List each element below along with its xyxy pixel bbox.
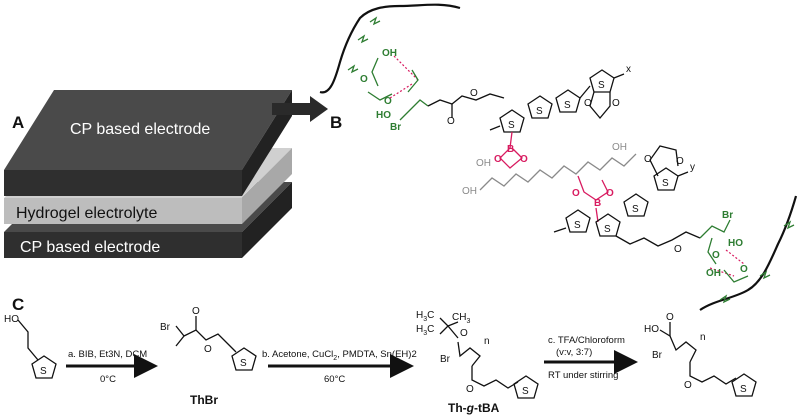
synthesis-scheme: HO S a. BIB, Et3N, DCM 0°C Br O O S ThBr… bbox=[4, 306, 757, 415]
wavy-link bbox=[347, 64, 359, 74]
svg-text:S: S bbox=[598, 80, 605, 91]
svg-text:O: O bbox=[684, 380, 692, 391]
svg-text:Br: Br bbox=[440, 354, 451, 365]
svg-text:O: O bbox=[606, 188, 614, 199]
svg-text:O: O bbox=[460, 328, 468, 339]
svg-text:HO: HO bbox=[376, 110, 391, 121]
arrow-step-b: b. Acetone, CuCl2, PMDTA, Sn(EH)2 60°C bbox=[262, 349, 417, 385]
svg-text:O: O bbox=[360, 74, 368, 85]
cp-backbone-top bbox=[319, 3, 461, 94]
arrow-step-c: c. TFA/Chloroform (v:v, 3:7) RT under st… bbox=[544, 335, 638, 381]
svg-text:S: S bbox=[604, 224, 611, 235]
zoom-arrow bbox=[272, 96, 328, 122]
svg-text:O: O bbox=[470, 88, 478, 99]
svg-text:O: O bbox=[666, 312, 674, 323]
thbr-structure: Br O O S ThBr bbox=[160, 306, 257, 407]
svg-text:O: O bbox=[674, 244, 682, 255]
thiophene-row-bottom: S S S S O O y O bbox=[553, 145, 701, 255]
svg-text:O: O bbox=[612, 98, 620, 109]
boronate-crosslink-bottom: B O O bbox=[572, 175, 614, 223]
svg-text:O: O bbox=[676, 156, 684, 167]
svg-text:B: B bbox=[594, 198, 601, 209]
svg-text:x: x bbox=[626, 64, 631, 75]
svg-text:OH: OH bbox=[462, 186, 477, 197]
svg-text:S: S bbox=[522, 386, 529, 397]
top-electrode-layer: CP based electrode bbox=[4, 90, 292, 196]
th-g-tba-label: Th-g-tBA bbox=[448, 401, 500, 415]
reagent-a-text: a. BIB, Et3N, DCM bbox=[68, 349, 147, 360]
svg-text:OH: OH bbox=[612, 142, 627, 153]
svg-text:O: O bbox=[466, 384, 474, 395]
svg-text:Br: Br bbox=[390, 122, 401, 133]
arrow-step-a: a. BIB, Et3N, DCM 0°C bbox=[66, 349, 158, 385]
panel-label-c: C bbox=[12, 295, 24, 314]
reagent-c-text: c. TFA/Chloroform bbox=[548, 335, 625, 346]
electrolyte-label: Hydrogel electrolyte bbox=[16, 205, 158, 222]
svg-text:O: O bbox=[740, 264, 748, 275]
svg-text:n: n bbox=[484, 336, 490, 347]
top-electrode-label: CP based electrode bbox=[70, 121, 210, 138]
svg-text:S: S bbox=[662, 178, 669, 189]
svg-text:O: O bbox=[204, 344, 212, 355]
th-g-tba-structure: CH3 H3C H3C O Br n O S Th-g-tBA bbox=[416, 310, 539, 415]
svg-text:S: S bbox=[508, 120, 515, 131]
svg-text:O: O bbox=[494, 154, 502, 165]
ratio-c-text: (v:v, 3:7) bbox=[556, 347, 592, 358]
svg-text:O: O bbox=[584, 98, 592, 109]
thiophene-row-top: O O S S S S O O x bbox=[427, 64, 631, 133]
temp-a-text: 0°C bbox=[100, 374, 116, 385]
svg-text:S: S bbox=[574, 220, 581, 231]
svg-text:O: O bbox=[384, 96, 392, 107]
svg-text:Br: Br bbox=[722, 210, 733, 221]
svg-text:S: S bbox=[40, 366, 47, 377]
svg-text:O: O bbox=[520, 154, 528, 165]
svg-text:S: S bbox=[564, 100, 571, 111]
acid-group-bottom: Br O HO OH O bbox=[699, 210, 749, 283]
svg-text:H3C: H3C bbox=[416, 310, 434, 323]
svg-text:HO: HO bbox=[728, 238, 743, 249]
svg-text:Br: Br bbox=[652, 350, 663, 361]
temp-b-text: 60°C bbox=[324, 374, 345, 385]
svg-text:O: O bbox=[447, 116, 455, 127]
svg-text:HO: HO bbox=[644, 324, 659, 335]
svg-text:Br: Br bbox=[160, 322, 171, 333]
svg-text:B: B bbox=[507, 144, 514, 155]
acid-group-top: OH O O HO Br bbox=[360, 48, 429, 133]
cond-c-text: RT under stirring bbox=[548, 370, 618, 381]
bottom-electrode-label: CP based electrode bbox=[20, 239, 160, 256]
svg-text:O: O bbox=[644, 154, 652, 165]
panel-label-a: A bbox=[12, 113, 24, 132]
svg-text:S: S bbox=[740, 384, 747, 395]
svg-text:O: O bbox=[572, 188, 580, 199]
svg-text:OH: OH bbox=[706, 268, 721, 279]
reagent-b-text: b. Acetone, CuCl2, PMDTA, Sn(EH)2 bbox=[262, 349, 417, 362]
svg-text:CH3: CH3 bbox=[452, 312, 470, 325]
thiophene-ethanol-structure: HO S bbox=[4, 314, 57, 379]
svg-text:O: O bbox=[712, 250, 720, 261]
boronate-crosslink-top: B O O bbox=[494, 131, 528, 169]
svg-text:S: S bbox=[536, 106, 543, 117]
thbr-label: ThBr bbox=[190, 393, 218, 407]
svg-text:S: S bbox=[240, 358, 247, 369]
svg-text:O: O bbox=[192, 306, 200, 317]
device-stack: CP based electrode Hydrogel electrolyte … bbox=[4, 90, 292, 258]
panel-label-b: B bbox=[330, 113, 342, 132]
polymer-network: OH O O HO Br O O S S S S O bbox=[319, 3, 797, 311]
final-product-structure: HO O Br n O S bbox=[644, 312, 757, 397]
svg-text:OH: OH bbox=[476, 158, 491, 169]
svg-text:S: S bbox=[632, 204, 639, 215]
pva-chain: OH OH OH bbox=[462, 142, 637, 197]
svg-text:H3C: H3C bbox=[416, 324, 434, 337]
svg-text:OH: OH bbox=[382, 48, 397, 59]
svg-text:y: y bbox=[690, 162, 695, 173]
svg-text:n: n bbox=[700, 332, 706, 343]
svg-text:HO: HO bbox=[4, 314, 19, 325]
